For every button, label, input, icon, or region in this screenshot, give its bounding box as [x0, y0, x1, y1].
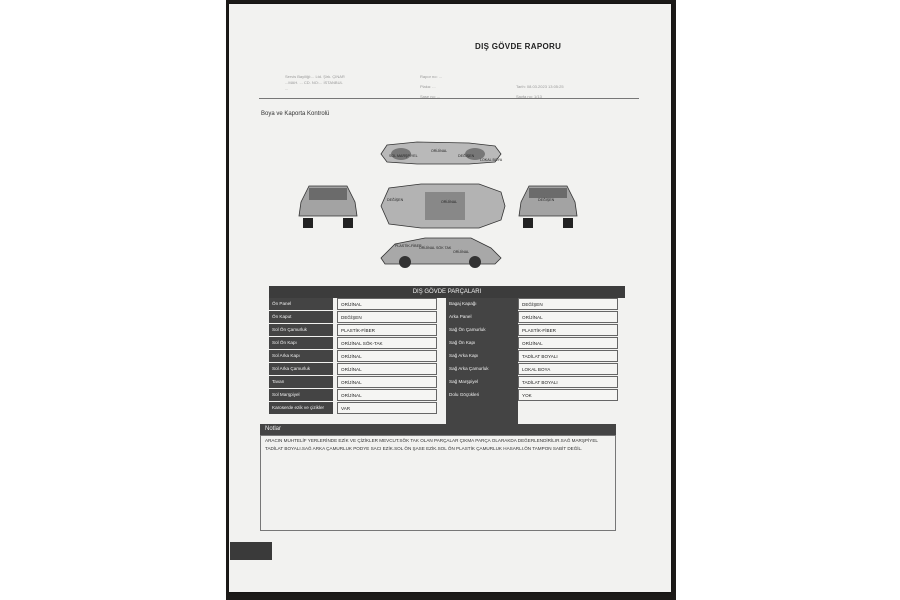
notes-box — [260, 435, 616, 531]
right-value-2: PLASTİK-FİBER — [518, 324, 618, 336]
parts-table-header: DIŞ GÖVDE PARÇALARI — [269, 286, 625, 298]
notes-header: Notlar — [260, 424, 616, 435]
left-label-5: Sol Arka Çamurluk — [269, 363, 333, 375]
header-mid-2: Plaka: ... — [420, 84, 436, 89]
left-value-0: ORİJİNAL — [337, 298, 437, 310]
left-label-8: Karoserde ezik ve çizikler — [269, 402, 333, 414]
left-label-4: Sol Arka Kapı — [269, 350, 333, 362]
notes-text: ARACIN MUHTELİF YERLERİNDE EZİK VE ÇİZİK… — [265, 438, 598, 451]
report-page: DIŞ GÖVDE RAPORU Servis Bayiliği:... Ltd… — [229, 4, 671, 592]
report-title: DIŞ GÖVDE RAPORU — [475, 42, 562, 51]
left-value-6: ORİJİNAL — [337, 376, 437, 388]
right-label-2: Sağ Ön Çamurluk — [446, 324, 510, 336]
header-left-1: Servis Bayiliği:... Ltd. Şirk. ÇINAR — [285, 74, 345, 79]
label-bottom-c: ORİJİNAL — [453, 250, 470, 254]
left-value-7: ORİJİNAL — [337, 389, 437, 401]
left-value-2: PLASTİK-FİBER — [337, 324, 437, 336]
left-label-6: Tavan — [269, 376, 333, 388]
left-value-1: DEĞİŞEN — [337, 311, 437, 323]
car-side-view-image — [380, 237, 502, 268]
label-top-mid2: DEĞİŞEN — [458, 154, 475, 158]
header-right-2: Sayfa no: 1/13 — [516, 94, 542, 99]
car-rear-view-image — [518, 185, 578, 228]
footer-block — [230, 542, 272, 560]
right-label-6: Sağ Marşpiyel — [446, 376, 510, 388]
right-label-5: Sağ Arka Çamurluk — [446, 363, 510, 375]
divider-line — [259, 98, 639, 99]
left-value-3: ORİJİNAL SÖK-TAK — [337, 337, 437, 349]
right-label-1: Arka Panel — [446, 311, 510, 323]
left-label-7: Sol Marşpiyel — [269, 389, 333, 401]
left-value-8: VAR — [337, 402, 437, 414]
header-mid-1: Rapor no: ... — [420, 74, 443, 79]
right-label-4: Sağ Arka Kapı — [446, 350, 510, 362]
car-top-center-image — [380, 183, 506, 229]
label-top-left: SOL MARŞPİYEL — [389, 154, 418, 158]
left-value-4: ORİJİNAL — [337, 350, 437, 362]
left-label-2: Sol Ön Çamurluk — [269, 324, 333, 336]
right-value-4: TADİLAT BOYALI — [518, 350, 618, 362]
left-label-1: Ön Kaput — [269, 311, 333, 323]
car-front-view-image — [298, 185, 358, 228]
label-middle-mid: ORİJİNAL — [441, 200, 458, 204]
label-bottom-a: PLASTİK-FİBER — [395, 244, 422, 248]
label-top-mid: ORİJİNAL — [431, 149, 448, 153]
header-left-2: ...MAH. ... CD. NO:... İSTANBUL — [285, 80, 343, 85]
label-rear: DEĞİŞEN — [538, 198, 555, 202]
right-label-3: Sağ Ön Kapı — [446, 337, 510, 349]
right-value-5: LOKAL BOYA — [518, 363, 618, 375]
header-left-3: ... — [285, 86, 289, 91]
right-value-1: ORİJİNAL — [518, 311, 618, 323]
right-label-7: Dolu Göçükleri — [446, 389, 510, 401]
left-label-0: Ön Panel — [269, 298, 333, 310]
right-value-6: TADİLAT BOYALI — [518, 376, 618, 388]
left-label-3: Sol Ön Kapı — [269, 337, 333, 349]
car-top-view-image — [380, 141, 502, 165]
section-title: Boya ve Kaporta Kontrolü — [261, 111, 330, 117]
header-mid-3: Şase no: ... — [420, 94, 441, 99]
label-top-right: LOKAL BOYA — [480, 158, 503, 162]
right-value-3: ORİJİNAL — [518, 337, 618, 349]
right-value-7: YOK — [518, 389, 618, 401]
right-label-0: Bagaj Kapağı — [446, 298, 510, 310]
right-value-0: DEĞİŞEN — [518, 298, 618, 310]
header-right-1: Tarih: 08.03.2023 13:05:25 — [516, 84, 564, 89]
left-value-5: ORİJİNAL — [337, 363, 437, 375]
label-middle-left: DEĞİŞEN — [387, 198, 404, 202]
label-bottom-b: ORİJİNAL SÖK TAK — [419, 246, 452, 250]
